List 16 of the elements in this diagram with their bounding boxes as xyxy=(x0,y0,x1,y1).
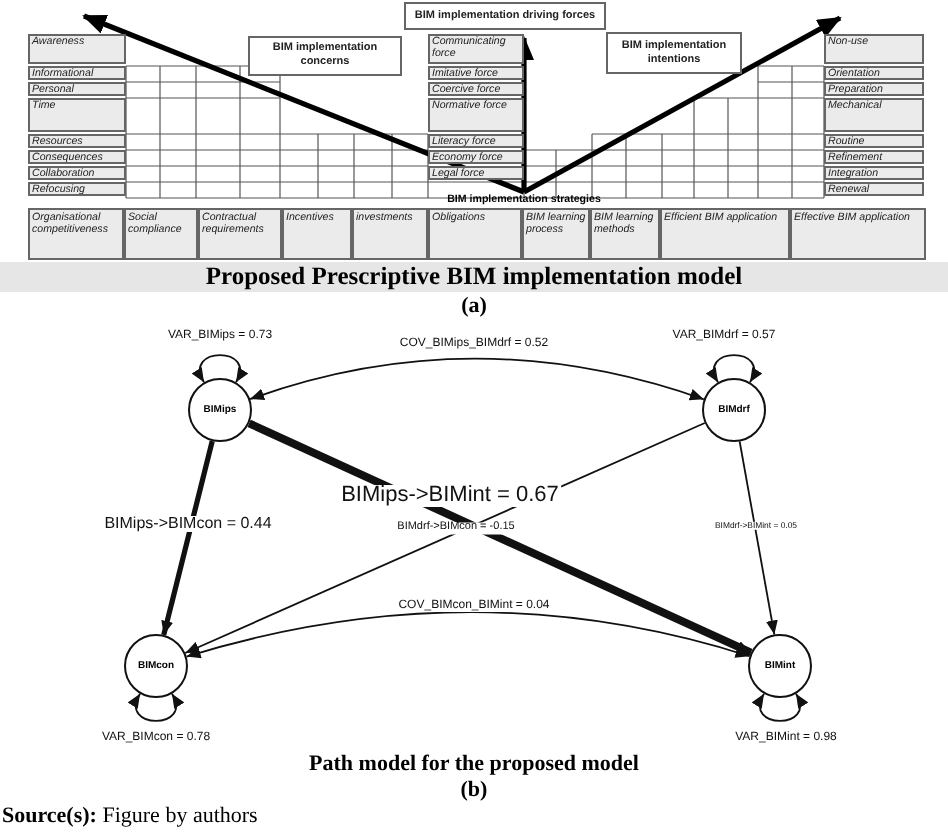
arrow xyxy=(247,419,753,657)
figure-title: Path model for the proposed model xyxy=(307,752,641,778)
source-note: Source(s): Figure by authors xyxy=(2,804,258,828)
loop-arrow xyxy=(192,354,248,384)
loop-arrow xyxy=(752,692,808,722)
arrow xyxy=(738,440,778,636)
curved-arrow xyxy=(249,357,705,401)
panel-label: (a) xyxy=(459,294,489,318)
loop-arrow xyxy=(706,354,762,384)
figure-title: Proposed Prescriptive BIM implementation model xyxy=(0,262,948,292)
curved-arrow xyxy=(185,611,751,659)
edge-label: BIMips->BIMcon = 0.44 xyxy=(102,516,274,532)
edge-label: BIMips->BIMint = 0.67 xyxy=(339,485,561,507)
loop-arrow xyxy=(128,692,184,722)
arrow xyxy=(161,440,215,636)
panel-label: (b) xyxy=(458,778,490,802)
